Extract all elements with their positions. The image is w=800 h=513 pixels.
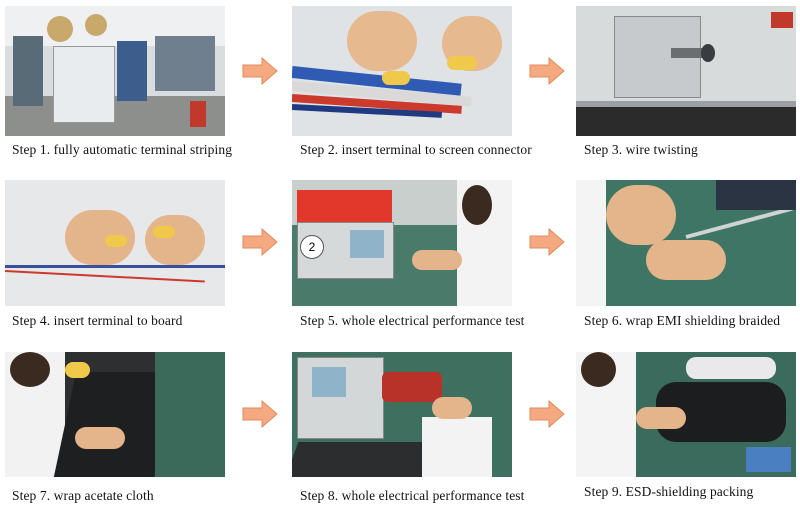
- arrow-right-icon: [242, 400, 278, 428]
- step-1-photo: [5, 6, 225, 136]
- step-5-photo: 2: [292, 180, 512, 306]
- step-4-photo: [5, 180, 225, 306]
- step-7-photo: [5, 352, 225, 477]
- step-5-label: 2: [300, 235, 324, 259]
- step-7-caption: Step 7. wrap acetate cloth: [12, 488, 154, 503]
- step-2-photo: [292, 6, 512, 136]
- step-8-caption: Step 8. whole electrical performance tes…: [300, 488, 525, 503]
- arrow-right-icon: [529, 228, 565, 256]
- step-3-caption: Step 3. wire twisting: [584, 142, 698, 157]
- step-1-caption: Step 1. fully automatic terminal stripin…: [12, 142, 233, 157]
- arrow-right-icon: [242, 57, 278, 85]
- step-9-photo: [576, 352, 796, 477]
- step-9-caption: Step 9. ESD-shielding packing: [584, 484, 754, 499]
- step-2-caption: Step 2. insert terminal to screen connec…: [300, 142, 532, 157]
- step-6-photo: [576, 180, 796, 306]
- arrow-right-icon: [242, 228, 278, 256]
- arrow-right-icon: [529, 57, 565, 85]
- arrow-right-icon: [529, 400, 565, 428]
- step-3-photo: [576, 6, 796, 136]
- step-8-photo: [292, 352, 512, 477]
- step-5-caption: Step 5. whole electrical performance tes…: [300, 313, 525, 328]
- step-6-caption: Step 6. wrap EMI shielding braided: [584, 313, 781, 328]
- step-4-caption: Step 4. insert terminal to board: [12, 313, 183, 328]
